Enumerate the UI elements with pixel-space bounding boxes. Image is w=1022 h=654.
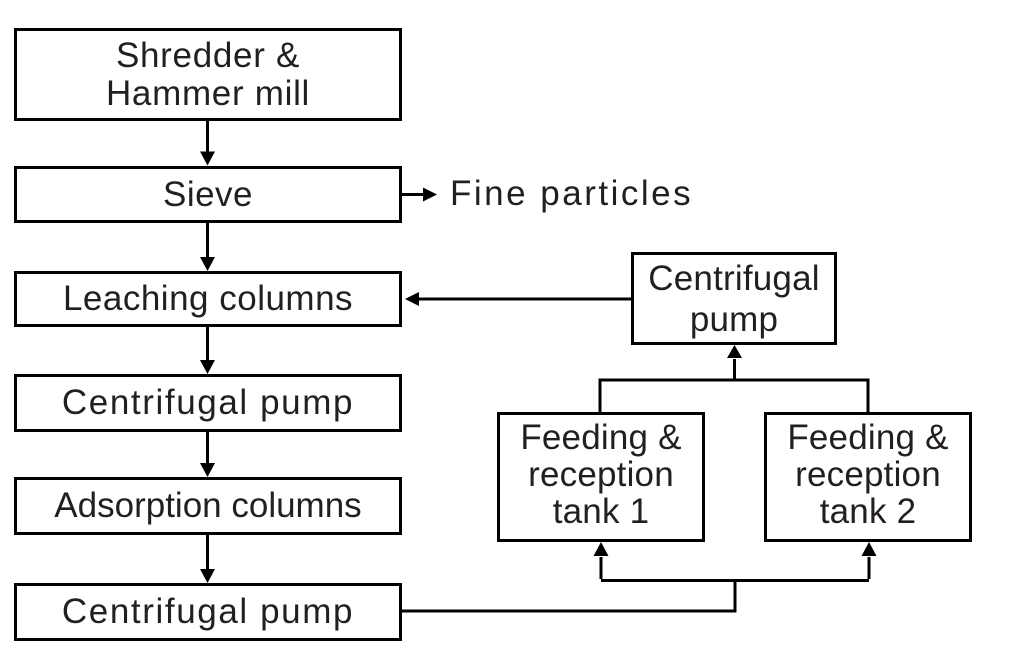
edge-sieve-to-leaching bbox=[200, 222, 215, 271]
edge-shredder-to-sieve bbox=[200, 120, 215, 166]
node-label-line: Sieve bbox=[162, 174, 254, 214]
edge-tanks-to-rightpump bbox=[598, 345, 870, 413]
edge-rightpump-to-leaching bbox=[405, 292, 632, 306]
node-label-line: Hammer mill bbox=[105, 73, 311, 113]
node-label-line: Leaching columns bbox=[62, 279, 354, 318]
label-fine-particles: Fine particles bbox=[450, 174, 694, 213]
node-label-line: Shredder & bbox=[115, 35, 301, 75]
edge-sieve-to-fine-particles bbox=[401, 187, 437, 202]
node-adsorption-columns: Adsorption columns bbox=[14, 477, 402, 535]
node-label-line: Centrifugal pump bbox=[61, 592, 355, 631]
node-feeding-reception-tank-1: Feeding & reception tank 1 bbox=[497, 412, 705, 542]
edge-pump1-to-adsorption bbox=[200, 430, 215, 477]
edge-pump2-to-tanks bbox=[401, 542, 877, 613]
node-label-line: reception bbox=[528, 454, 674, 494]
node-centrifugal-pump-2: Centrifugal pump bbox=[14, 583, 402, 641]
node-centrifugal-pump-right: Centrifugal pump bbox=[631, 252, 837, 345]
node-leaching-columns: Leaching columns bbox=[14, 271, 402, 327]
node-label-line: Centrifugal bbox=[648, 258, 820, 298]
node-label-line: tank 1 bbox=[552, 491, 650, 531]
node-label-line: tank 2 bbox=[819, 491, 917, 531]
node-label-line: pump bbox=[689, 299, 779, 339]
edge-adsorption-to-pump2 bbox=[200, 533, 215, 583]
node-label-line: Feeding & bbox=[787, 417, 949, 457]
node-sieve: Sieve bbox=[14, 166, 402, 223]
node-feeding-reception-tank-2: Feeding & reception tank 2 bbox=[764, 412, 972, 542]
node-label-line: Adsorption columns bbox=[54, 486, 362, 525]
node-label-line: reception bbox=[795, 454, 941, 494]
node-shredder-hammer-mill: Shredder & Hammer mill bbox=[14, 28, 402, 121]
node-centrifugal-pump-1: Centrifugal pump bbox=[14, 374, 402, 432]
edge-leaching-to-pump1 bbox=[200, 325, 215, 374]
node-label-line: Centrifugal pump bbox=[61, 383, 355, 422]
node-label-line: Feeding & bbox=[520, 417, 682, 457]
